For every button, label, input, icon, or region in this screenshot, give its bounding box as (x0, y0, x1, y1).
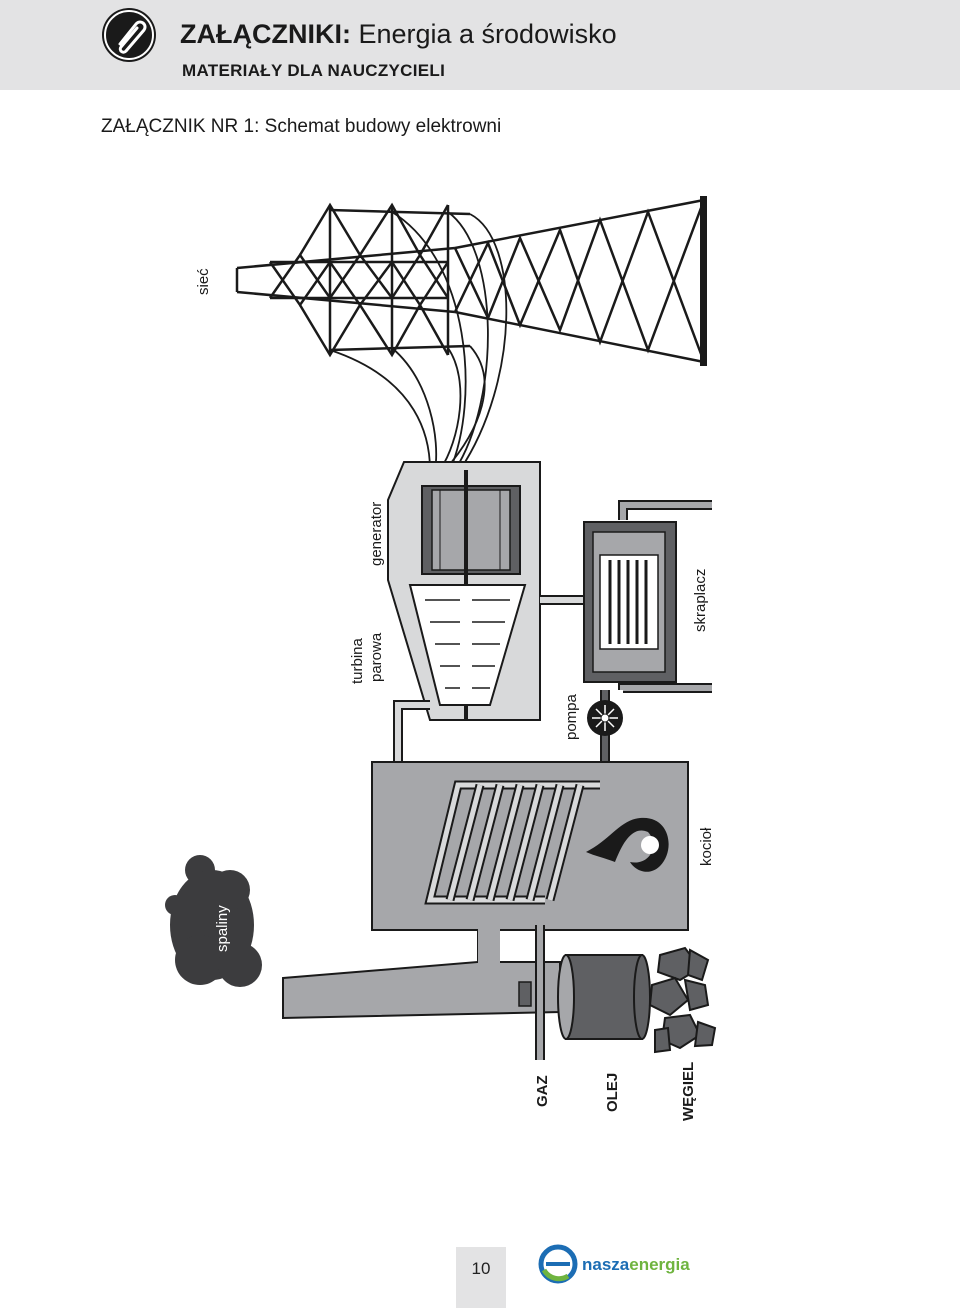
label-coal: WĘGIEL (680, 1062, 697, 1121)
steam-turbine (408, 584, 527, 706)
label-grid: sieć (195, 268, 212, 295)
logo-text-dark: nasza (582, 1255, 630, 1274)
title-prefix: ZAŁĄCZNIKI: (180, 19, 351, 49)
header-bar: ZAŁĄCZNIKI: Energia a środowisko MATERIA… (0, 0, 960, 90)
paperclip-icon (102, 8, 156, 62)
transmission-tower (235, 196, 707, 366)
logo-text-accent: energia (629, 1255, 690, 1274)
section-title: ZAŁĄCZNIK NR 1: Schemat budowy elektrown… (101, 116, 502, 137)
condenser (583, 500, 712, 693)
page-number: 10 (471, 1259, 491, 1278)
coal-pile (648, 946, 717, 1054)
power-cables (329, 211, 508, 471)
exhaust-smoke (165, 855, 262, 987)
page-subtitle: MATERIAŁY DLA NAUCZYCIELI (182, 61, 446, 80)
page-title: ZAŁĄCZNIKI: Energia a środowisko (180, 19, 617, 50)
label-exhaust: spaliny (214, 905, 231, 952)
label-boiler: kocioł (698, 827, 715, 866)
flame-icon (586, 817, 669, 872)
label-pump: pompa (563, 693, 580, 740)
chimney (282, 928, 561, 1020)
boiler (371, 761, 689, 931)
gas-pipe (518, 925, 545, 1060)
page-number-box: 10 (456, 1247, 506, 1308)
label-gas: GAZ (534, 1075, 551, 1107)
oil-tank (557, 954, 651, 1040)
label-condenser: skraplacz (692, 569, 709, 632)
svg-text:naszaenergia: naszaenergia (582, 1255, 690, 1274)
label-generator: generator (368, 502, 385, 566)
naszaenergia-logo: naszaenergia (538, 1244, 690, 1284)
label-turbine-1: turbina (349, 637, 366, 684)
label-turbine-2: parowa (368, 632, 385, 682)
label-oil: OLEJ (604, 1073, 621, 1112)
title-rest: Energia a środowisko (350, 19, 617, 49)
pump (587, 700, 623, 736)
